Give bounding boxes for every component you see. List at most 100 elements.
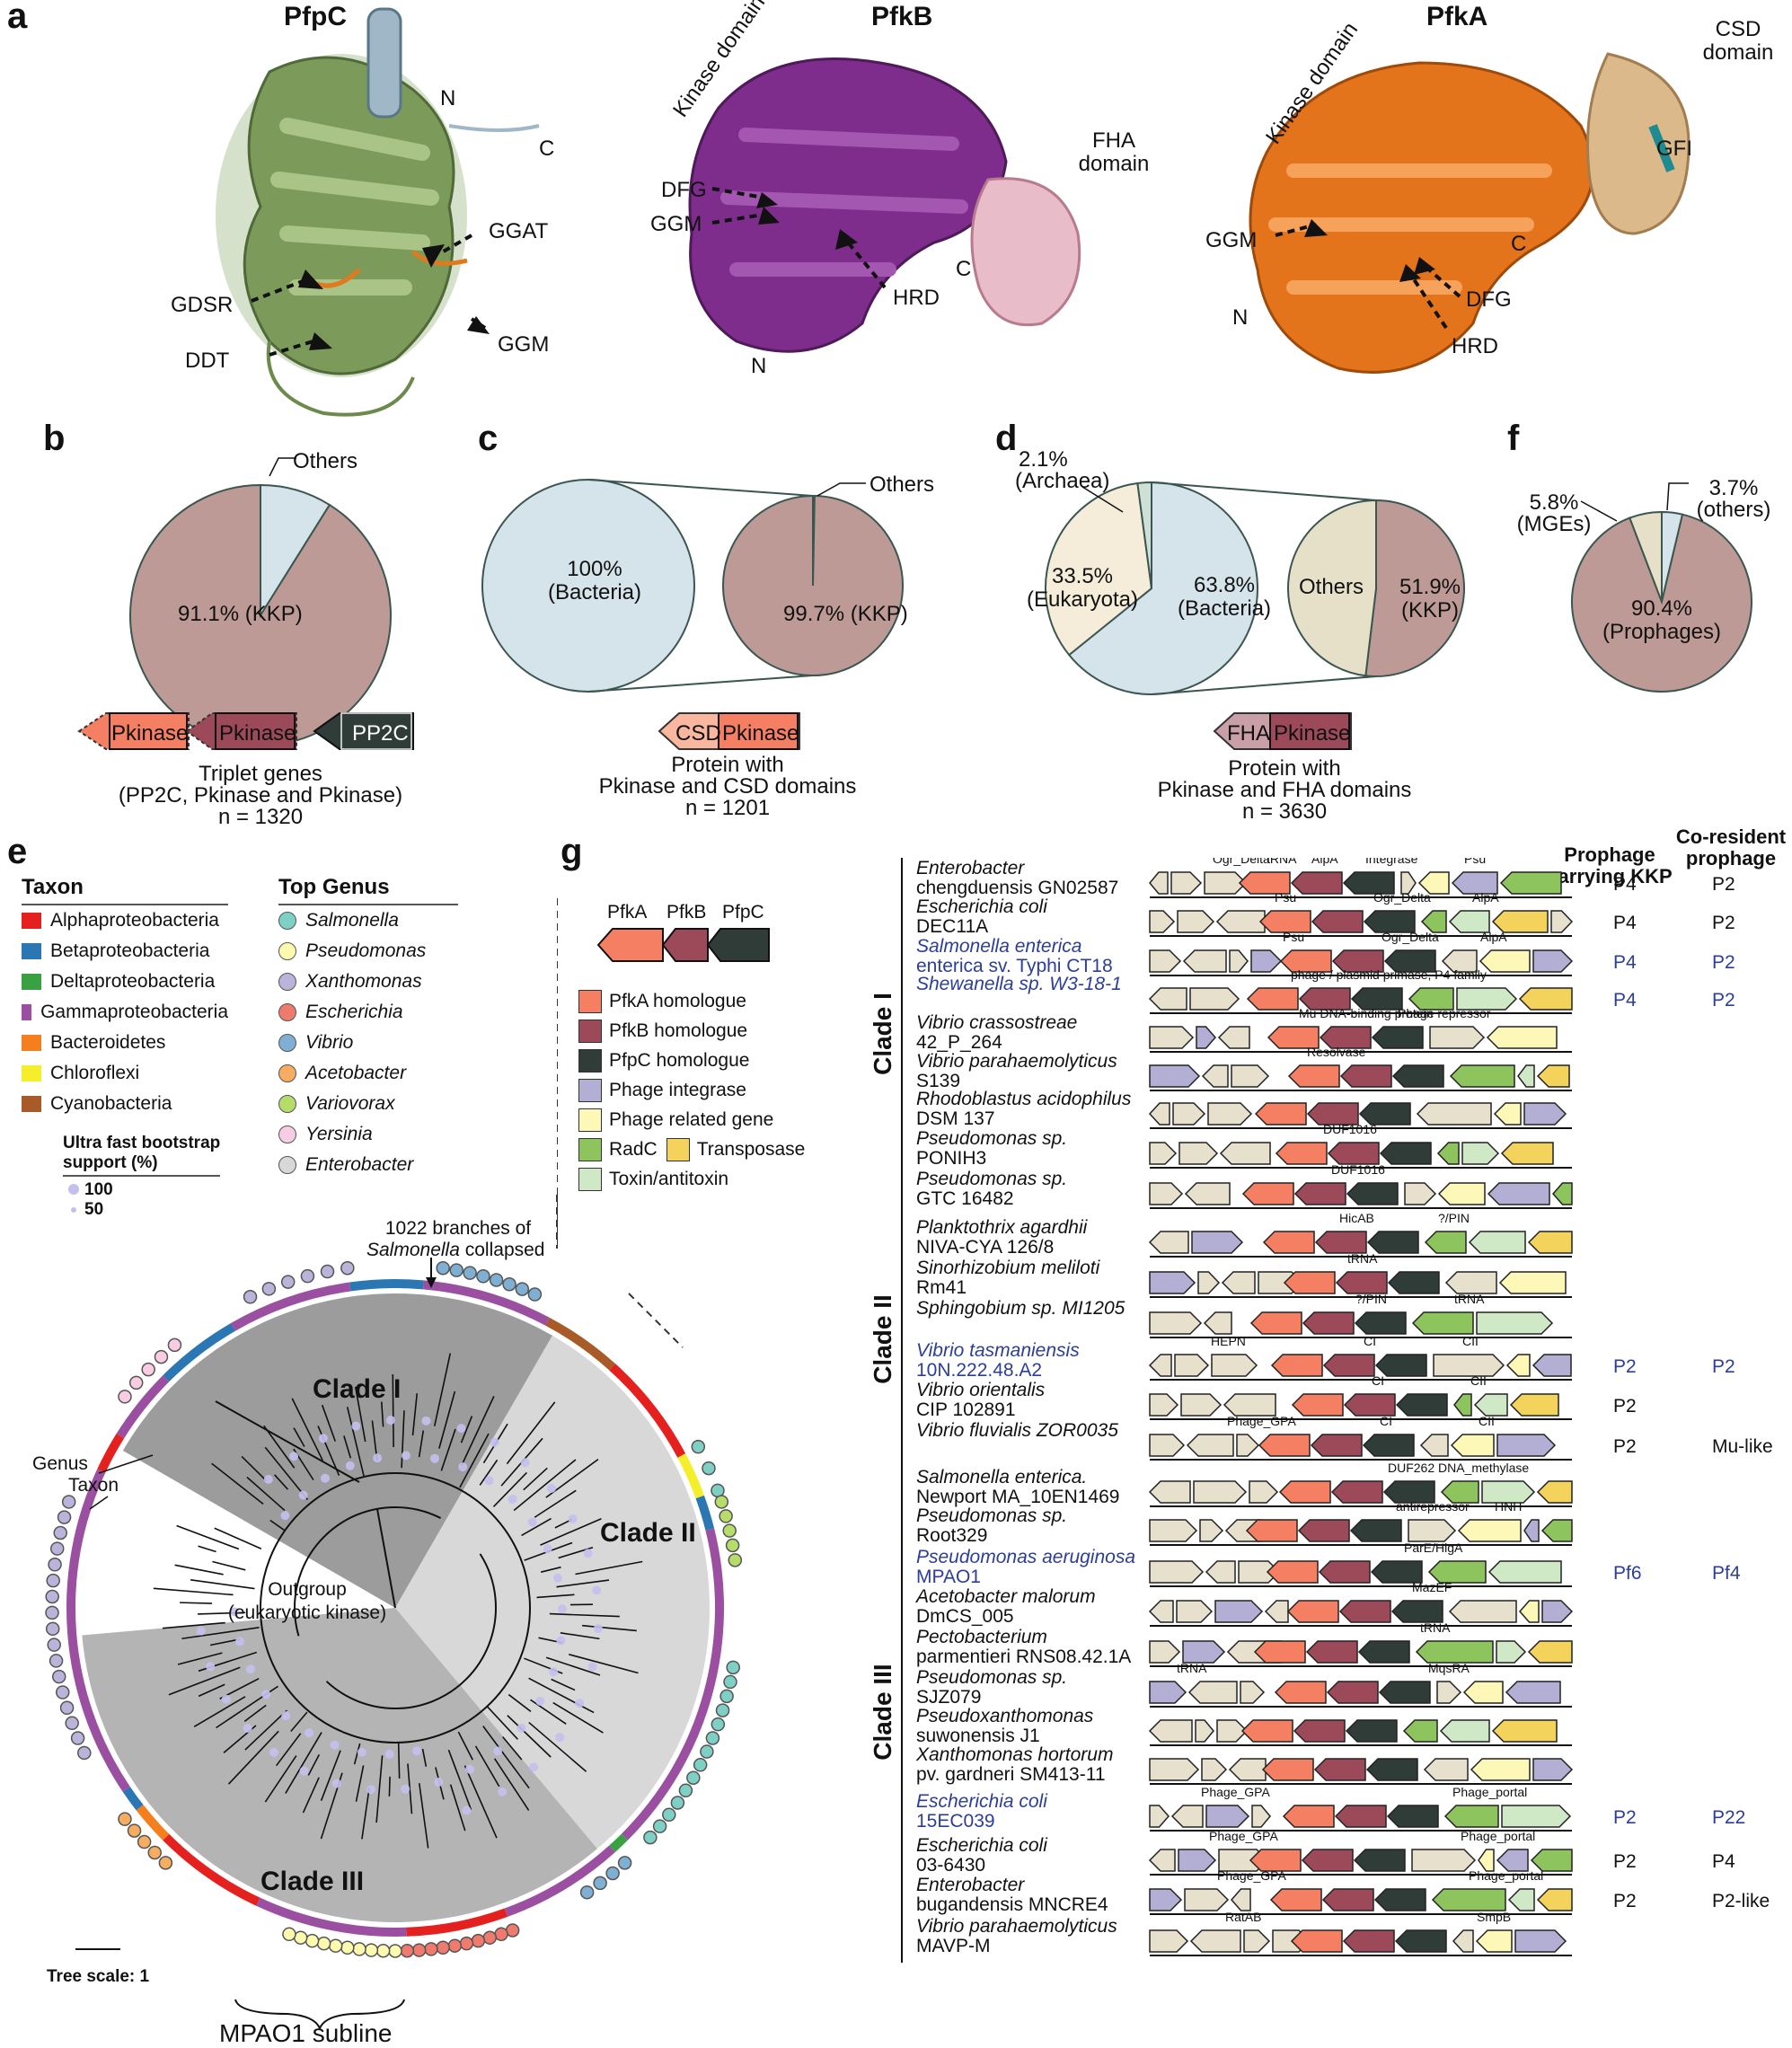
pfkb-title: PfkB: [871, 2, 933, 31]
taxon-ring-segment: [621, 1528, 724, 1841]
gene: [1149, 1929, 1189, 1953]
bootstrap-dot: [421, 1416, 431, 1426]
genus-legend-item: Acetobacter: [278, 1058, 458, 1089]
gene: [1437, 1182, 1486, 1205]
pfpc-gene: [1373, 1888, 1426, 1911]
gene: [1527, 1640, 1573, 1664]
gene-annotation: CI: [1364, 1334, 1376, 1348]
genome-name: Acetobacter malorum: [914, 1586, 1096, 1607]
d-inset-pie-slice-kkp: [1364, 499, 1465, 677]
taxon-ring-segment: [66, 1469, 130, 1792]
pfpc-structure: [216, 7, 540, 417]
domain-arrows: [77, 712, 1352, 750]
gene: [1461, 1142, 1500, 1165]
genus-dot: [57, 1510, 72, 1524]
pfpc-gene: [1366, 1231, 1419, 1254]
pfkb-gene: [1330, 1480, 1383, 1504]
gene: [1552, 1182, 1573, 1205]
gene-legend-item: Phage integrase: [578, 1075, 805, 1105]
d-gene-arrows: [1213, 712, 1352, 750]
genus-legend-label: Salmonella: [305, 910, 399, 931]
bootstrap-dot: [206, 1662, 216, 1672]
pfkb-gene: [1326, 1681, 1379, 1704]
gene: [1481, 1480, 1536, 1504]
gene-annotation: ?/PIN: [1438, 1211, 1470, 1225]
bootstrap-dot: [289, 1452, 299, 1461]
gene: [1221, 1271, 1256, 1294]
f-prophages-pct: 90.4%: [1630, 596, 1693, 621]
pfkb-dfg-label: DFG: [661, 178, 707, 202]
gene: [1440, 1480, 1479, 1504]
coresident-prophage: P2-like: [1712, 1891, 1770, 1911]
pfpc-gene: [1363, 910, 1416, 933]
genus-swatch: [278, 1095, 296, 1113]
pfpc-ddt-label: DDT: [185, 349, 230, 373]
genus-dot: [293, 1930, 308, 1945]
gene-annotation: AlpA: [1311, 858, 1338, 866]
taxon-ring-segment: [406, 1908, 508, 1937]
genome-strain: bugandensis MNCRE4: [916, 1894, 1108, 1915]
gene: [1177, 910, 1215, 933]
b-kkp-label: 91.1% (KKP): [178, 602, 303, 626]
bootstrap-dot: [221, 1694, 231, 1704]
genus-dot: [693, 1758, 708, 1772]
genus-swatch: [278, 1064, 296, 1082]
gene-annotation: Psu: [1464, 858, 1486, 866]
pfpc-gdsr-label: GDSR: [171, 293, 234, 317]
genome-name: Salmonella enterica.: [916, 1467, 1087, 1487]
gene: [1148, 1102, 1170, 1126]
gene-annotation: DUF1016: [1331, 1162, 1385, 1177]
gene: [1149, 871, 1169, 895]
pfkb-gene: [1311, 910, 1364, 933]
gene: [1149, 910, 1176, 933]
genus-dot: [447, 1938, 463, 1953]
bootstrap-dot: [456, 1424, 466, 1434]
bootstrap-dot: [556, 1636, 566, 1646]
gene: [1148, 1719, 1193, 1743]
bootstrap-dot: [263, 1474, 273, 1484]
pfka-gene: [1269, 1888, 1322, 1911]
gene: [1451, 871, 1498, 895]
bootstrap-dot: [366, 1785, 376, 1795]
gene: [1193, 1480, 1248, 1504]
pfkb-gene: [1313, 1758, 1366, 1781]
bootstrap-dot: [401, 1784, 410, 1794]
taxon-legend-item: Deltaproteobacteria: [22, 967, 228, 997]
pfpc-gene: [1345, 1719, 1398, 1743]
gene: [1223, 1393, 1276, 1417]
gene-annotation: Mu DNA-binding protein: [1299, 1006, 1433, 1020]
gene: [1487, 1182, 1550, 1205]
gene: [1149, 1142, 1178, 1165]
gene: [1219, 1142, 1271, 1165]
genus-dot: [411, 1943, 427, 1957]
pfka-csd-domain-label: CSD domain: [1702, 17, 1774, 65]
genus-dot: [261, 1282, 277, 1296]
genome-name: Pseudomonas sp.: [916, 1128, 1067, 1149]
gene-legend-label: Phage related gene: [609, 1108, 774, 1130]
panel-label-e: e: [7, 832, 28, 871]
prophage-kkp: P2: [1613, 1356, 1637, 1377]
taxon-legend-item: Alphaproteobacteria: [22, 905, 228, 936]
pfkb-hrd-label: HRD: [893, 286, 940, 310]
genome-strain: parmentieri RNS08.42.1A: [916, 1646, 1131, 1667]
genus-dot: [388, 1944, 402, 1958]
gene: [1215, 910, 1266, 933]
f-pie-slice-prophages: [1571, 513, 1752, 693]
d-pie-slice-bacteria: [1067, 481, 1258, 695]
gene: [1436, 1142, 1460, 1165]
taxon-legend-item: Cyanobacteria: [22, 1089, 228, 1119]
taxon-legend-label: Deltaproteobacteria: [50, 971, 216, 992]
genus-dot: [61, 1495, 76, 1509]
coresident-prophage: P2: [1712, 1356, 1735, 1377]
taxon-legend-label: Bacteroidetes: [50, 1032, 166, 1053]
genome-strain: Newport MA_10EN1469: [916, 1487, 1119, 1507]
gene-annotation: MqsRA: [1428, 1661, 1470, 1675]
tree-clade-ii-label: Clade II: [600, 1518, 696, 1548]
genus-dot: [118, 1812, 132, 1826]
genus-legend-item: Variovorax: [278, 1089, 458, 1119]
tree-scale-label: Tree scale: 1: [47, 1967, 150, 1986]
bootstrap-100: 100: [84, 1180, 113, 1199]
genus-dot: [53, 1525, 67, 1540]
genome-strain: 10N.222.48.A2: [916, 1360, 1042, 1381]
